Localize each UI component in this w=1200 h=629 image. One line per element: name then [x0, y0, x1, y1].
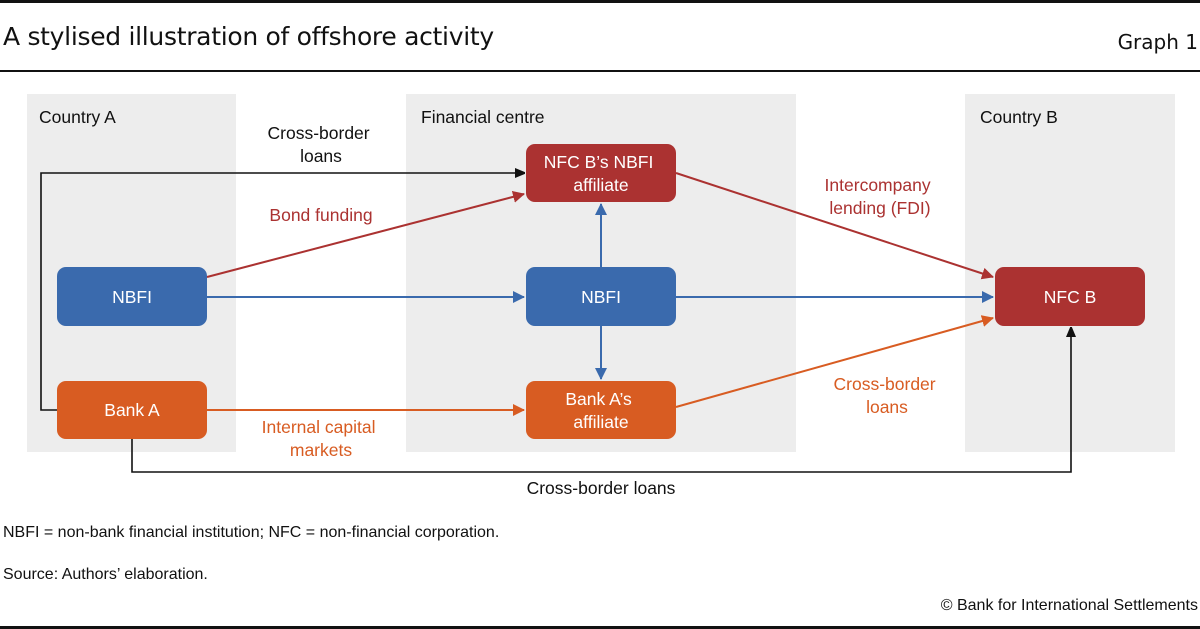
bottom-rule [0, 626, 1200, 629]
edge-nfcb-nbfi-affiliate-to-nfc-b [675, 172, 994, 280]
node-nfc-b: NFC B [995, 267, 1145, 326]
edge-label-cross-border-loans-right: Cross-border loans [834, 374, 941, 417]
graph-label: Graph 1 [1117, 30, 1198, 54]
edge-label-internal-capital-markets: Internal capital markets [262, 417, 381, 460]
node-nfcb-nbfi-affiliate: NFC B’s NBFI affiliate [526, 144, 676, 202]
top-rule [0, 0, 1200, 3]
edge-bank-a-to-nfcb-nbfi-affiliate [40, 173, 524, 411]
region-label: Country B [980, 107, 1058, 127]
node-label: NBFI [581, 287, 621, 307]
edge-label-intercompany-lending: Intercompany lending (FDI) [825, 175, 936, 218]
edge-bank-a-to-nfc-b [131, 328, 1071, 473]
region-label: Financial centre [421, 107, 545, 127]
edge-label-cross-border-loans-top: Cross-border loans [268, 123, 375, 166]
node-bank-a: Bank A [57, 381, 207, 439]
node-nbfi-a: NBFI [57, 267, 207, 326]
region-label: Country A [39, 107, 116, 127]
node-label: NBFI [112, 287, 152, 307]
edge-label-cross-border-loans-bottom: Cross-border loans [527, 478, 676, 498]
edge-labels: Cross-border loans Bond funding Internal… [262, 123, 941, 498]
node-label: Bank A’s affiliate [565, 389, 636, 432]
node-label: NFC B [1044, 287, 1097, 307]
edges [40, 172, 1071, 473]
title-rule [0, 70, 1200, 72]
node-label: Bank A [104, 400, 160, 420]
node-nbfi-fc: NBFI [526, 267, 676, 326]
footnote-abbreviations: NBFI = non-bank financial institution; N… [3, 524, 500, 541]
node-bank-a-affiliate: Bank A’s affiliate [526, 381, 676, 439]
edge-nbfi-a-to-nfcb-nbfi-affiliate [206, 190, 525, 278]
copyright: © Bank for International Settlements [940, 597, 1198, 614]
node-label: NFC B’s NBFI affiliate [544, 152, 658, 195]
nodes: NBFI Bank A NFC B’s NBFI affiliate NBFI … [57, 144, 1145, 439]
edge-label-bond-funding: Bond funding [269, 205, 372, 225]
footnote-source: Source: Authors’ elaboration. [3, 566, 208, 583]
edge-bank-a-affiliate-to-nfc-b [675, 315, 994, 408]
page-title: A stylised illustration of offshore acti… [3, 22, 494, 51]
